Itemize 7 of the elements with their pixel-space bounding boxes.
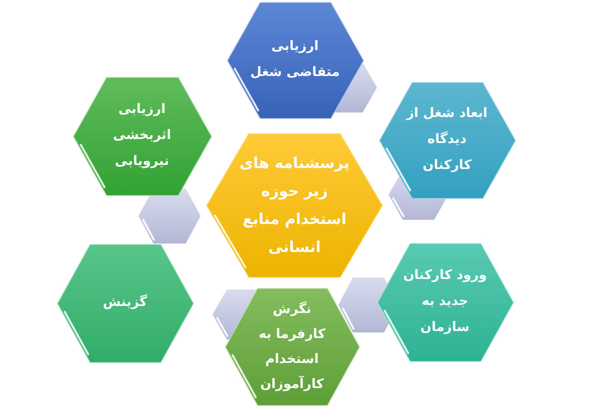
small-hexagon — [212, 288, 258, 340]
center-hexagon: پرسشنامه های زیر حوزه استخدام منابع انسانی — [206, 132, 383, 278]
hexagon: ورود کارکنان جدید به سازمان — [376, 242, 514, 362]
hexagon: ارزیابی متقاضی شغل — [226, 2, 364, 118]
hexagon: گزینش — [56, 244, 194, 362]
hexagon: نگرش کارفرما به استخدام کارآموزان — [224, 288, 360, 406]
hexagon: ابعاد شغل از دیدگاه کارکنان — [378, 82, 516, 198]
